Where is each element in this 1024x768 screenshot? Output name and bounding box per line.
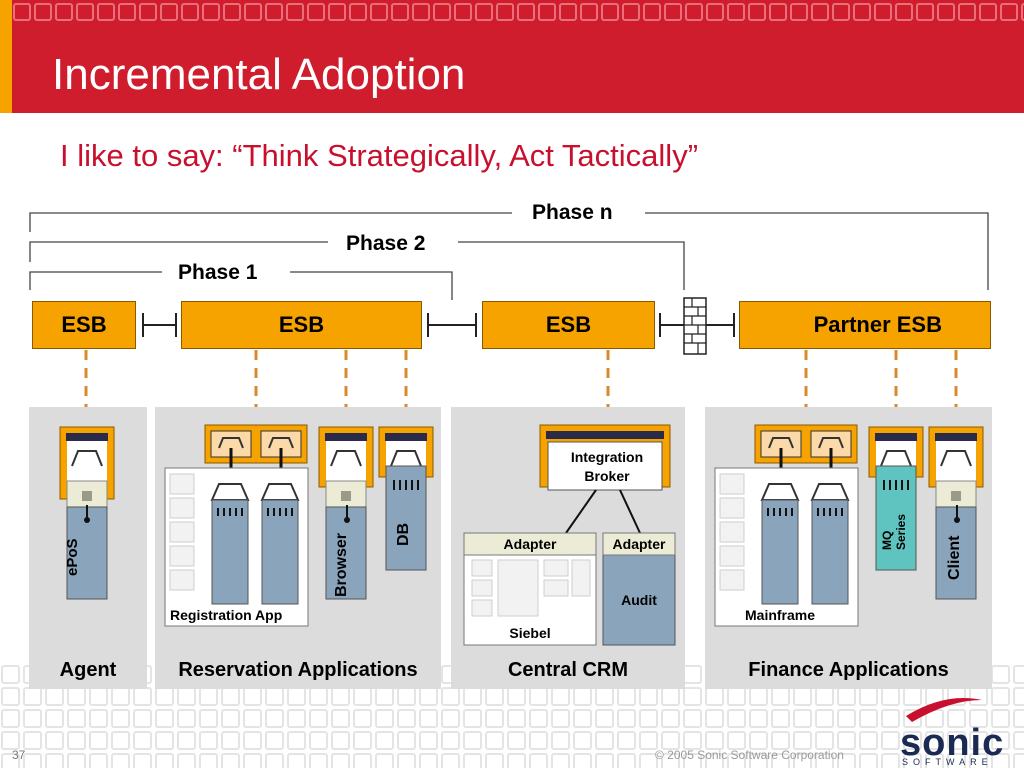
slide-subtitle: I like to say: “Think Strategically, Act…	[60, 138, 699, 173]
esb-partner: Partner ESB	[739, 301, 991, 349]
mainframe-label: Mainframe	[745, 607, 816, 623]
phase-1-bracket-right	[290, 271, 453, 300]
page-number: 37	[12, 748, 26, 762]
siebel-adapter-label: Adapter	[503, 536, 557, 552]
phase-2-bracket-left	[29, 241, 328, 262]
phase-2-label: Phase 2	[346, 232, 426, 255]
title-band-accent	[0, 0, 12, 113]
client-label: Client	[946, 535, 963, 580]
firewall-icon	[683, 297, 707, 355]
finance-group-label: Finance Applications	[748, 659, 949, 681]
esb-connectors	[142, 313, 735, 337]
audit-adapter-label: Adapter	[612, 536, 666, 552]
esb-crm: ESB	[482, 301, 655, 349]
audit-label: Audit	[621, 592, 657, 608]
phase-n-bracket-left	[29, 212, 512, 232]
registration-app-label: Registration App	[170, 607, 283, 623]
service-containers	[59, 424, 984, 646]
phase-1-label: Phase 1	[178, 261, 258, 284]
copyright: © 2005 Sonic Software Corporation	[655, 748, 844, 762]
phase-n-label: Phase n	[532, 201, 613, 224]
phase-n-bracket-right	[645, 212, 989, 290]
sonic-logo: sonic	[900, 722, 1005, 764]
header-pattern	[12, 2, 1024, 24]
phase-1-bracket-left	[29, 271, 162, 290]
integration-broker-label: Integration Broker	[570, 449, 644, 484]
logo-swoosh-icon	[906, 698, 982, 722]
mq-series-label: MQ Series	[880, 513, 908, 550]
crm-group-label: Central CRM	[507, 659, 628, 681]
browser-label: Browser	[333, 532, 350, 597]
sonic-logo-subtext: SOFTWARE	[902, 757, 993, 767]
reservation-group-label: Reservation Applications	[178, 659, 418, 681]
esb-reservation: ESB	[181, 301, 422, 349]
siebel-label: Siebel	[509, 625, 551, 641]
phase-brackets	[29, 212, 989, 300]
phase-2-bracket-right	[458, 241, 685, 290]
db-label: DB	[395, 522, 412, 546]
esb-agent: ESB	[32, 301, 136, 349]
agent-group-label: Agent	[59, 659, 117, 681]
slide-title: Incremental Adoption	[52, 50, 466, 99]
